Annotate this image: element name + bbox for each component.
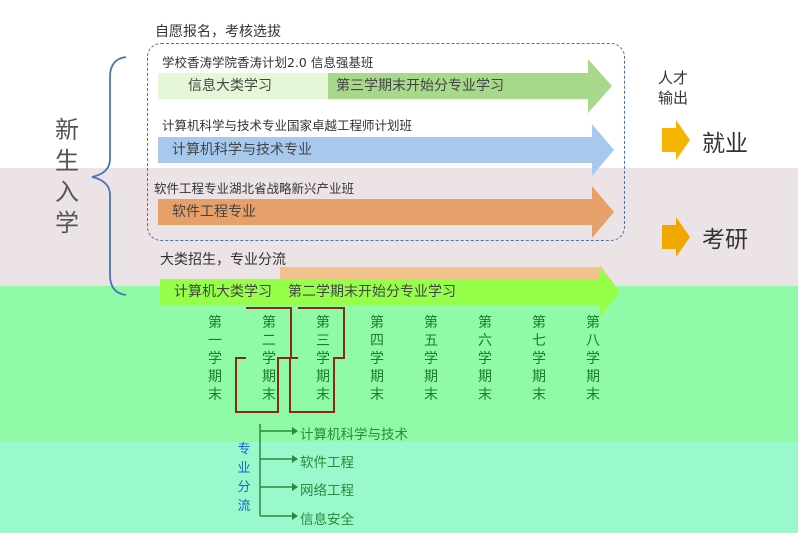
- semester-char: 末: [532, 387, 546, 403]
- selection-title: 自愿报名，考核选拔: [155, 24, 281, 40]
- track-computing-stage1-label: 计算机大类学习: [174, 284, 272, 300]
- semester-6: 第 六 学 期 末: [474, 314, 496, 404]
- semester-2: 第 二 学 期 末: [258, 314, 280, 404]
- background-band-aqua: [0, 442, 798, 533]
- side-label-char: 学: [55, 209, 79, 237]
- semester-char: 末: [478, 387, 492, 403]
- semester-char: 第: [208, 315, 222, 331]
- graduate-chevron-icon: [662, 217, 690, 257]
- semester-char: 末: [262, 387, 276, 403]
- semester-char: 期: [370, 369, 384, 385]
- major-streaming-label: 专 业 分 流: [236, 440, 252, 516]
- semester-char: 末: [424, 387, 438, 403]
- semester-char: 期: [262, 369, 276, 385]
- side-label-char: 新: [55, 116, 79, 144]
- semester-char: 第: [262, 315, 276, 331]
- streaming-char: 业: [237, 461, 251, 476]
- background-band-green: [0, 286, 798, 442]
- semester-char: 第: [316, 315, 330, 331]
- streaming-char: 流: [237, 499, 251, 514]
- major-cs: 计算机科学与技术: [300, 427, 408, 443]
- semester-char: 二: [262, 333, 276, 349]
- semester-char: 期: [424, 369, 438, 385]
- major-network-engineering: 网络工程: [300, 483, 354, 499]
- streaming-char: 分: [237, 480, 251, 495]
- semester-1: 第 一 学 期 末: [204, 314, 226, 404]
- semester-char: 期: [208, 369, 222, 385]
- semester-char: 学: [478, 351, 492, 367]
- semester-char: 学: [316, 351, 330, 367]
- semester-char: 学: [208, 351, 222, 367]
- semester-7: 第 七 学 期 末: [528, 314, 550, 404]
- semester-char: 期: [532, 369, 546, 385]
- semester-char: 第: [532, 315, 546, 331]
- semester-char: 学: [370, 351, 384, 367]
- track-se-label: 软件工程专业: [172, 204, 256, 220]
- semester-char: 学: [424, 351, 438, 367]
- track-se-arrow: 软件工程专业: [158, 186, 614, 238]
- side-label-char: 生: [55, 147, 79, 175]
- semester-char: 八: [586, 333, 600, 349]
- left-brace: [91, 56, 127, 296]
- major-software-engineering: 软件工程: [300, 455, 354, 471]
- major-information-security: 信息安全: [300, 512, 354, 528]
- semester-5: 第 五 学 期 末: [420, 314, 442, 404]
- semester-char: 六: [478, 333, 492, 349]
- semester-char: 第: [478, 315, 492, 331]
- semester-3: 第 三 学 期 末: [312, 314, 334, 404]
- semester-8: 第 八 学 期 末: [582, 314, 604, 404]
- semester-char: 第: [424, 315, 438, 331]
- track-computing-stage2-label: 第二学期末开始分专业学习: [288, 284, 456, 300]
- semester-char: 学: [262, 351, 276, 367]
- semester-char: 七: [532, 333, 546, 349]
- semester-char: 三: [316, 333, 330, 349]
- track-xiangtao-stage2-label: 第三学期末开始分专业学习: [336, 78, 504, 94]
- semester-char: 五: [424, 333, 438, 349]
- streaming-char: 专: [237, 442, 251, 457]
- track-xiangtao-stage1-bar: [158, 73, 328, 99]
- semester-char: 期: [478, 369, 492, 385]
- semester-char: 学: [586, 351, 600, 367]
- track-se-arrow-shape: [158, 186, 614, 238]
- semester-char: 一: [208, 333, 222, 349]
- track-note-software-hubei: 软件工程专业湖北省战略新兴产业班: [154, 181, 355, 196]
- semester-4: 第 四 学 期 末: [366, 314, 388, 404]
- semester-char: 第: [586, 315, 600, 331]
- talent-output-label: 人才 输出: [658, 68, 688, 108]
- semester-char: 第: [370, 315, 384, 331]
- semester-char: 末: [208, 387, 222, 403]
- streaming-tree-lines: [259, 424, 298, 520]
- semester-char: 末: [370, 387, 384, 403]
- elite-programs-box: [147, 43, 625, 241]
- side-label-new-students: 新 生 入 学: [54, 115, 80, 239]
- semester-timeline: 第 一 学 期 末 第 二 学 期 末 第 三 学 期 末 第 四 学 期 末 …: [196, 314, 616, 414]
- semester-char: 末: [586, 387, 600, 403]
- outcome-graduate-study: 考研: [702, 227, 748, 253]
- track-cs-label: 计算机科学与技术专业: [172, 142, 312, 158]
- major-streaming-title: 大类招生，专业分流: [160, 252, 286, 268]
- semester-char: 期: [316, 369, 330, 385]
- track-xiangtao-stage1-label: 信息大类学习: [188, 78, 272, 94]
- side-label-char: 入: [55, 178, 79, 206]
- track-computing-arrow-shape: [160, 265, 620, 317]
- track-cs-arrow: 计算机科学与技术专业: [158, 124, 614, 176]
- semester-char: 末: [316, 387, 330, 403]
- outcome-employment: 就业: [702, 131, 748, 157]
- track-note-xiangtao: 学校香涛学院香涛计划2.0 信息强基班: [162, 55, 374, 70]
- employment-chevron-icon: [662, 120, 690, 160]
- track-cs-arrow-shape: [158, 124, 614, 176]
- semester-char: 学: [532, 351, 546, 367]
- semester-highlight-boxes: [235, 307, 345, 413]
- track-note-excellent-engineer: 计算机科学与技术专业国家卓越工程师计划班: [162, 118, 413, 133]
- semester-char: 四: [370, 333, 384, 349]
- track-xiangtao-arrow: 信息大类学习 第三学期末开始分专业学习: [158, 59, 614, 113]
- track-computing-arrow: 计算机大类学习 第二学期末开始分专业学习: [160, 265, 620, 317]
- semester-char: 期: [586, 369, 600, 385]
- talent-output-line: 人才: [658, 69, 689, 87]
- track-xiangtao-stage2-arrow-shape: [328, 59, 612, 113]
- talent-output-line: 输出: [658, 89, 689, 107]
